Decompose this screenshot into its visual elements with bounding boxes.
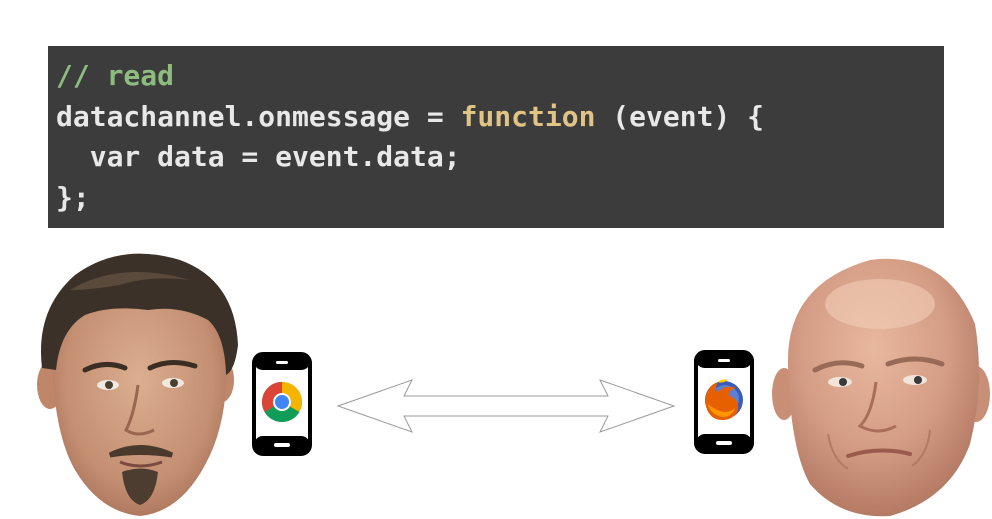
- code-keyword: function: [460, 99, 596, 133]
- person-right-portrait: [772, 258, 990, 517]
- code-token: (event) {: [595, 99, 765, 133]
- person-left-portrait: [37, 253, 239, 516]
- code-line-1: // read: [56, 56, 944, 97]
- code-line-4: };: [56, 178, 944, 219]
- code-token: datachannel.onmessage =: [56, 99, 461, 133]
- code-line-3: var data = event.data;: [56, 137, 944, 178]
- code-token: var data = event.data;: [56, 140, 461, 173]
- firefox-logo-icon: [705, 379, 743, 420]
- code-token: };: [56, 180, 90, 214]
- code-line-2: datachannel.onmessage = function (event)…: [56, 97, 944, 138]
- chrome-logo-icon: [262, 382, 302, 422]
- phone-right: [694, 350, 754, 454]
- code-comment: // read: [56, 59, 175, 92]
- code-snippet: // read datachannel.onmessage = function…: [48, 46, 944, 228]
- bidirectional-arrow-icon: [336, 379, 676, 433]
- phone-left: [252, 352, 312, 456]
